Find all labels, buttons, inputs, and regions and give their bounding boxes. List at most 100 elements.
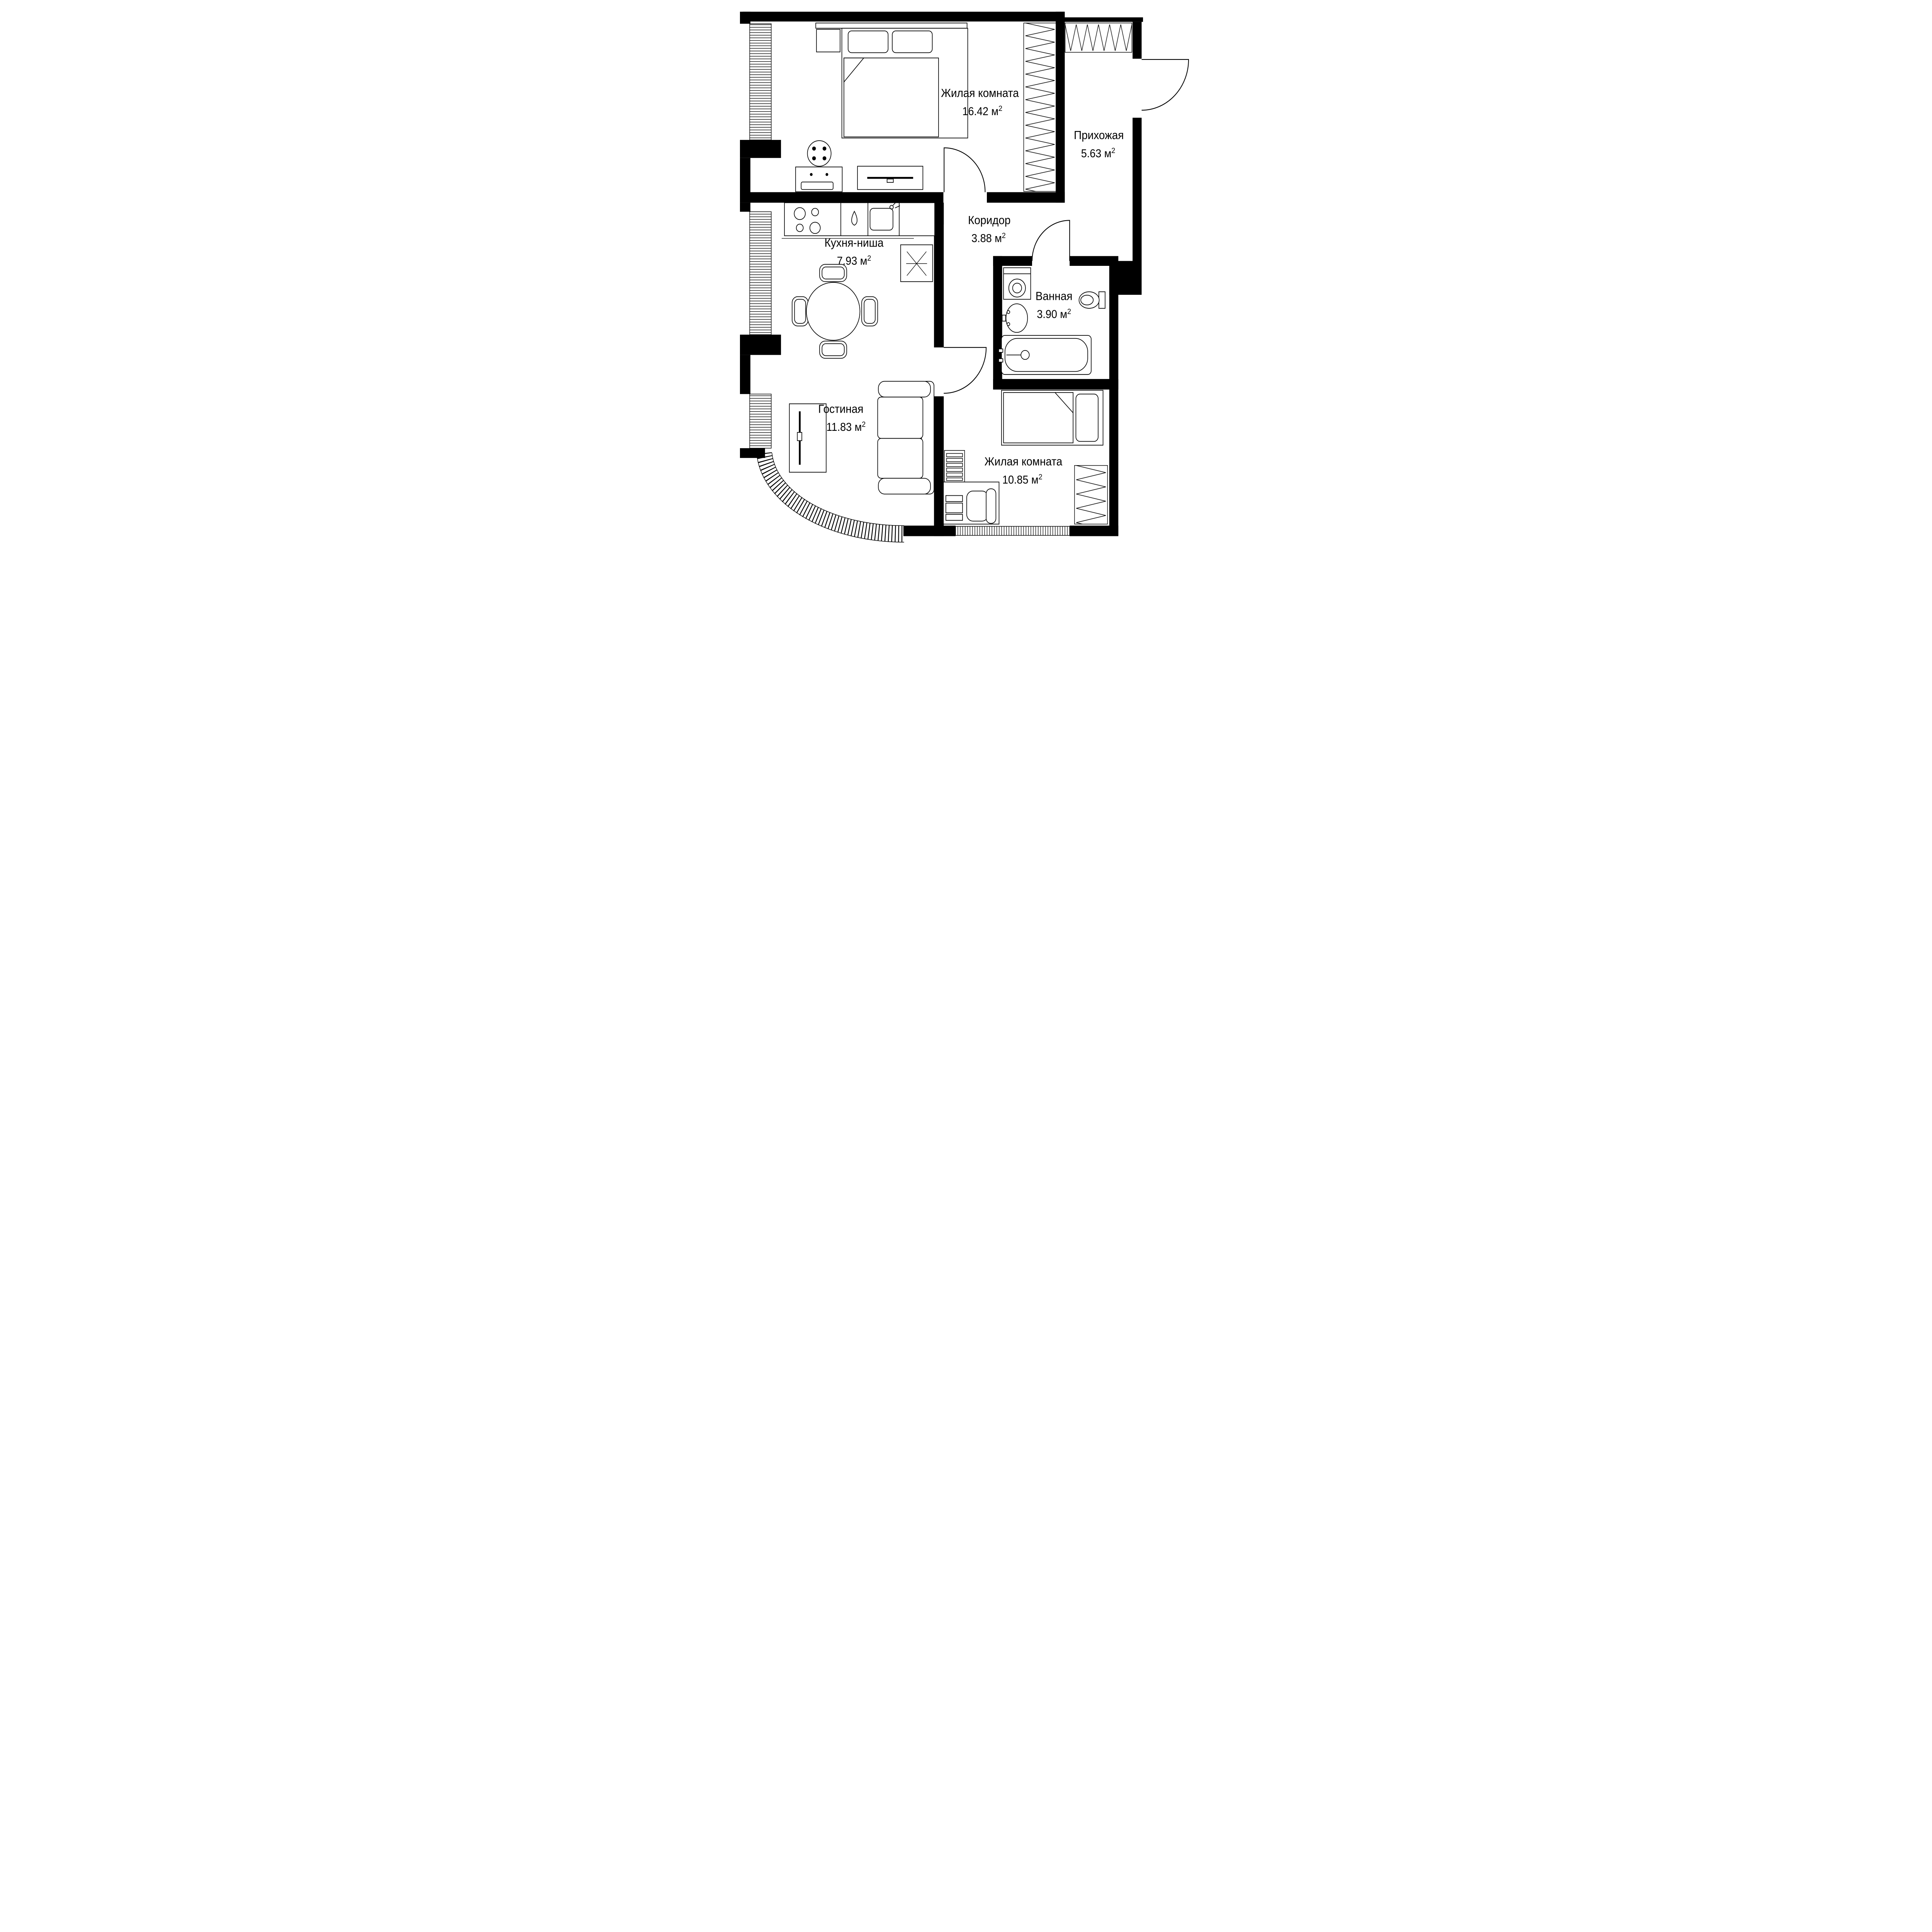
stove-burners	[794, 207, 821, 234]
door-arc-entrance	[1141, 59, 1189, 111]
pillow	[892, 31, 933, 53]
dining-chair	[861, 296, 878, 327]
mattress	[1003, 392, 1074, 444]
dining-chair	[819, 264, 847, 282]
sofa-cushion	[877, 438, 923, 479]
desk-chair-seat	[966, 490, 989, 522]
wall-segment	[740, 448, 765, 458]
dining-chair	[792, 296, 809, 327]
sofa-back	[921, 381, 935, 495]
pillow	[848, 31, 889, 53]
room-area: 3.88 м2	[971, 231, 1006, 245]
room-area: 5.63 м2	[1081, 146, 1116, 160]
room-label-corridor: Коридор 3.88 м2	[968, 214, 1010, 245]
toilet	[1078, 291, 1105, 309]
room-area: 16.42 м2	[962, 104, 1002, 118]
nightstand	[816, 29, 841, 53]
coat-rack	[1065, 22, 1132, 53]
wall-segment	[740, 192, 944, 203]
dining-set	[792, 264, 878, 359]
room-name: Жилая комната	[941, 87, 1019, 100]
water-drop-mark	[851, 211, 857, 226]
built-in-wardrobe	[1023, 22, 1057, 192]
room-label-bathroom: Ванная 3.90 м2	[1036, 290, 1073, 321]
wall-segment	[740, 12, 750, 24]
wall-segment	[740, 335, 781, 355]
dresser	[795, 167, 843, 192]
doors	[944, 59, 1189, 394]
window-bottom	[955, 526, 1070, 536]
floor-plan-page: Жилая комната 16.42 м2 Прихожая 5.63 м2 …	[740, 0, 1192, 548]
wall-segment	[743, 12, 1065, 22]
room-name: Коридор	[968, 214, 1010, 227]
door-arc-bathroom	[1032, 220, 1070, 261]
tv-stand	[789, 403, 827, 473]
tv-console	[857, 166, 923, 190]
shelving	[944, 450, 965, 483]
wall-segment	[934, 396, 944, 536]
room-name: Ванная	[1036, 290, 1073, 303]
room-name: Гостиная	[818, 403, 863, 415]
monitor	[945, 495, 963, 502]
balcony-glazing-outline-outer	[756, 453, 904, 543]
wall-segment	[1133, 117, 1142, 269]
room-area: 11.83 м2	[827, 420, 866, 434]
fridge	[900, 244, 933, 282]
dining-chair	[819, 340, 847, 359]
wall-segment	[903, 526, 956, 536]
dining-table	[806, 282, 861, 341]
windows	[749, 23, 1070, 543]
room-label-lounge: Гостиная 11.83 м2	[818, 403, 866, 433]
room-label-living-room-2: Жилая комната 10.85 м2	[985, 456, 1063, 486]
sofa-armrest	[878, 478, 931, 495]
balcony-glazing-outline-inner	[772, 453, 904, 526]
round-table	[807, 140, 832, 167]
wall-segment	[1070, 256, 1119, 266]
window-living	[749, 394, 772, 449]
wall-segment	[740, 140, 781, 158]
double-bed	[815, 22, 968, 139]
room-name: Прихожая	[1074, 129, 1124, 142]
blanket-fold	[844, 58, 865, 83]
kitchen-counter	[782, 201, 935, 239]
kitchen-sink	[869, 201, 900, 231]
wall-segment	[1133, 22, 1142, 59]
sofa	[877, 381, 935, 495]
room-name: Жилая комната	[985, 456, 1063, 468]
wall-segment	[740, 158, 750, 194]
door-arc-living	[944, 347, 987, 394]
desk-chair-back	[986, 488, 997, 524]
door-arc-bedroom1	[944, 147, 986, 192]
wall-segment	[740, 355, 750, 394]
wall-segment	[740, 202, 750, 212]
wardrobe	[1074, 465, 1108, 525]
room-label-kitchen-niche: Кухня-ниша 7.93 м2	[825, 236, 884, 267]
desk-with-chair	[943, 481, 1000, 525]
bathroom-sink	[1002, 303, 1028, 333]
room-area: 10.85 м2	[1002, 473, 1043, 486]
blanket-fold	[1054, 392, 1074, 414]
sofa-cushion	[877, 396, 923, 439]
blanket	[844, 58, 939, 138]
room-area: 3.90 м2	[1037, 307, 1071, 321]
wall-segment	[993, 256, 1032, 266]
bathroom-fixtures	[998, 267, 1105, 375]
window-kitchen	[749, 211, 772, 335]
room-label-hallway: Прихожая 5.63 м2	[1074, 129, 1124, 160]
room-label-living-room-1: Жилая комната 16.42 м2	[941, 87, 1019, 117]
wall-segment	[987, 192, 1065, 203]
washing-machine	[1003, 267, 1031, 300]
wall-segment	[1064, 17, 1143, 22]
window-bedroom1	[749, 23, 772, 140]
room-name: Кухня-ниша	[825, 236, 884, 249]
walls	[740, 12, 1143, 536]
single-bed	[1001, 390, 1104, 446]
pillow	[1075, 393, 1099, 442]
wall-segment	[1109, 261, 1119, 536]
wall-segment	[1056, 12, 1065, 203]
room-area: 7.93 м2	[837, 254, 871, 267]
wall-segment	[993, 256, 1002, 390]
room-labels: Жилая комната 16.42 м2 Прихожая 5.63 м2 …	[818, 87, 1124, 486]
floor-plan: Жилая комната 16.42 м2 Прихожая 5.63 м2 …	[740, 2, 1192, 544]
wall-segment	[993, 379, 1119, 390]
